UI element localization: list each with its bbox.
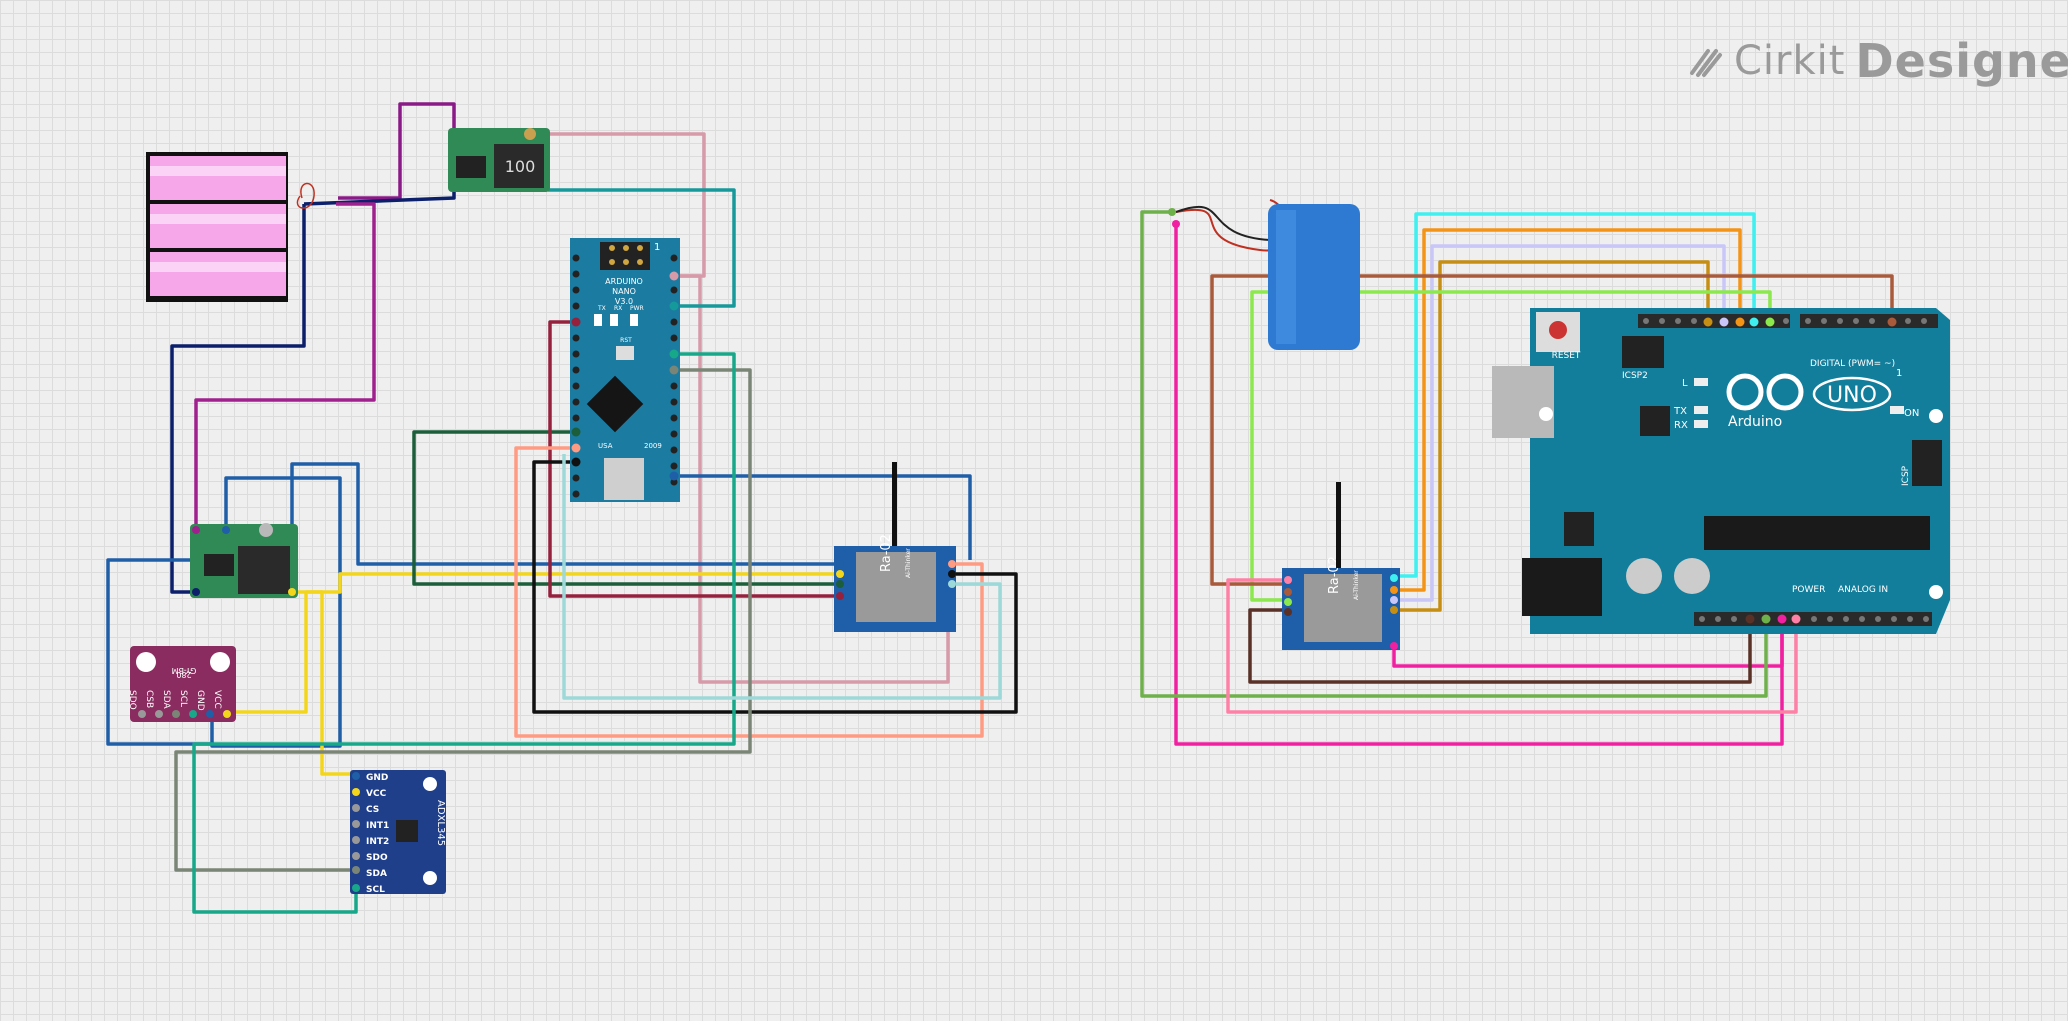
nano-tx: TX [597, 305, 606, 312]
uno-icsp-one: 1 [1896, 368, 1902, 379]
nano-line2: NANO [612, 287, 636, 296]
nano-title: ARDUINO [605, 277, 643, 286]
uno-power-label: POWER [1792, 585, 1825, 595]
bmp-pin-gnd: GND [195, 690, 205, 711]
wire-lightblue[interactable] [562, 454, 1002, 700]
wire-pinkish[interactable] [1226, 578, 1798, 714]
nano-year: 2009 [644, 442, 662, 450]
wire-pink-light-2[interactable] [678, 274, 950, 684]
nano-line3: V3.0 [615, 297, 633, 306]
wire-blue-2[interactable] [678, 474, 972, 560]
nano-rst-label: RST [620, 337, 632, 344]
lora-ra02-left[interactable]: Ra-02 Ai-Thinker [834, 462, 956, 632]
wire-navy-top[interactable] [303, 188, 456, 206]
wire-cyan[interactable] [1394, 212, 1756, 578]
lora-left-maker: Ai-Thinker [905, 548, 912, 578]
bmp-pin-scl: SCL [178, 690, 188, 707]
buck-converter-top[interactable]: 100 [448, 128, 550, 192]
nano-rx: RX [614, 305, 622, 312]
bmp-pin-vcc: VCC [212, 690, 222, 709]
uno-brand: Arduino [1728, 414, 1782, 430]
wire-orange[interactable] [1394, 228, 1742, 592]
wire-lime[interactable] [1250, 290, 1772, 602]
uno-rx-label: RX [1674, 420, 1688, 431]
wire-batt-black[interactable] [1175, 205, 1271, 241]
wire-yellow-2[interactable] [232, 592, 308, 714]
adxl-pin-gnd: GND [366, 773, 388, 783]
adxl345-sensor[interactable]: GND VCC CS INT1 INT2 SDO SDA SCL ADXL345 [350, 770, 446, 895]
wire-darkbrown[interactable] [1248, 608, 1752, 684]
uno-icsp-label: ICSP [1901, 465, 1911, 486]
wire-green[interactable] [1140, 210, 1768, 698]
uno-digital-label: DIGITAL (PWM= ~) [1810, 359, 1895, 369]
wire-lavender[interactable] [1394, 244, 1726, 602]
cirkit-logo-icon [1690, 49, 1722, 77]
buck-converter-mid[interactable] [190, 523, 298, 598]
bmp-pin-sda: SDA [161, 690, 171, 709]
nano-usa: USA [598, 442, 613, 450]
wire-blue-1[interactable] [290, 462, 840, 566]
adxl-pin-sda: SDA [366, 869, 387, 879]
wire-red-mini[interactable] [296, 182, 315, 209]
bmp-model2: 280 [176, 670, 191, 679]
arduino-uno[interactable]: RESET ICSP2 Arduino UNO ON L TX RX 1 ICS… [1492, 308, 1950, 634]
bmp-pin-sdo: SDO [127, 690, 137, 710]
wire-navy-left[interactable] [170, 204, 306, 594]
lipo-battery[interactable] [1168, 204, 1360, 350]
uno-tx-label: TX [1673, 406, 1687, 417]
wire-brown[interactable] [1210, 274, 1894, 586]
wire-black[interactable] [532, 460, 1018, 714]
uno-model: UNO [1827, 383, 1877, 408]
wire-green-dark[interactable] [412, 430, 840, 586]
arduino-nano[interactable]: 1 ARDUINO NANO V3.0 TX RX PWR RST USA 20… [570, 238, 680, 502]
adxl-pin-scl: SCL [366, 885, 385, 895]
adxl-pin-int1: INT1 [366, 821, 389, 831]
wire-purple[interactable] [338, 102, 456, 200]
adxl-model: ADXL345 [435, 800, 446, 846]
product-name: Designer [1855, 34, 2068, 88]
nano-pwr: PWR [630, 305, 644, 312]
battery-pack-18650x3[interactable] [146, 152, 288, 302]
wire-gold[interactable] [1394, 260, 1710, 612]
wire-gray[interactable] [174, 368, 752, 872]
uno-analog-label: ANALOG IN [1838, 585, 1888, 595]
lora-left-model: Ra-02 [879, 534, 894, 572]
nano-pin1: 1 [654, 242, 660, 253]
cirkit-designer-logo: Cirkit Designer [1688, 34, 2068, 88]
wire-magenta[interactable] [194, 202, 376, 530]
adxl-pin-vcc: VCC [366, 789, 387, 799]
uno-l-label: L [1682, 378, 1688, 389]
uno-reset-label: RESET [1552, 351, 1581, 361]
wire-maroon[interactable] [548, 320, 840, 598]
lora-right-maker: Ai-Thinker [1353, 570, 1360, 600]
adxl-pin-sdo: SDO [366, 853, 388, 863]
wire-teal[interactable] [548, 188, 736, 308]
buck-top-label: 100 [505, 157, 536, 176]
bmp-model: GY-BM [172, 666, 197, 675]
adxl-pin-int2: INT2 [366, 837, 389, 847]
brand-name: Cirkit [1734, 38, 1846, 84]
adxl-pin-cs: CS [366, 805, 379, 815]
uno-on-label: ON [1904, 408, 1919, 419]
wire-blue-4[interactable] [210, 476, 342, 748]
wire-hotpink-2[interactable] [1174, 224, 1784, 746]
bmp280-sensor[interactable]: GY-BM 280 SDO CSB SDA SCL GND VCC [127, 646, 236, 722]
lora-ra02-right[interactable]: Ra-02 Ai-Thinker [1282, 482, 1400, 650]
wire-yellow-3[interactable] [306, 590, 358, 792]
bmp-pin-csb: CSB [144, 690, 154, 708]
wire-teal-2[interactable] [192, 352, 736, 914]
uno-icsp2-label: ICSP2 [1622, 371, 1648, 381]
